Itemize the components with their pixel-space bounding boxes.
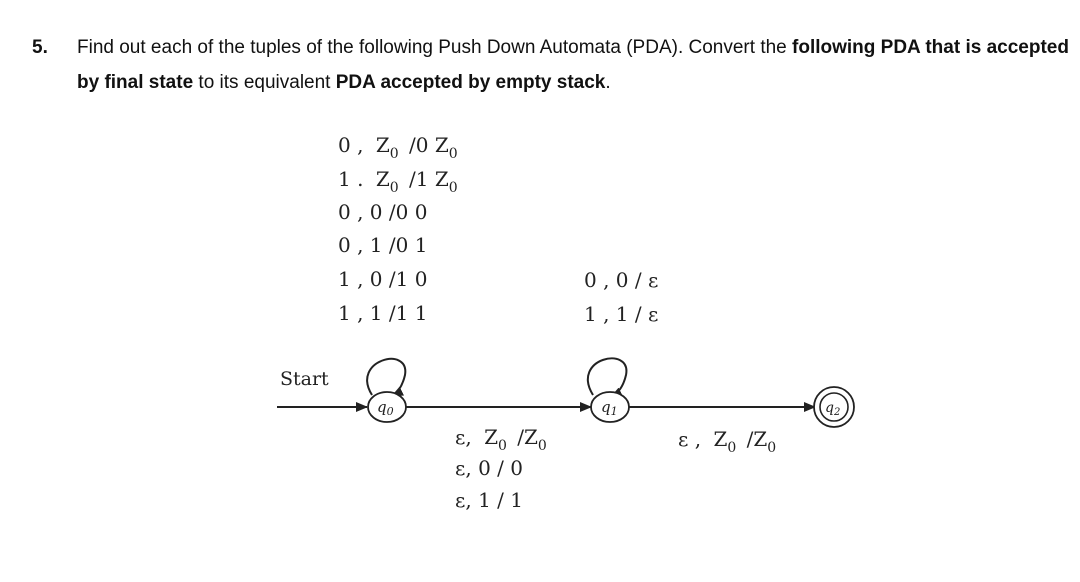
q1-loop-label-2: 1 , 1 / ε — [584, 302, 658, 326]
q0-q1-label-2: ε, 0 / 0 — [455, 456, 523, 480]
q0-loop-label-3: 0 , 0 /0 0 — [338, 200, 427, 224]
q0-q1-label-1: ε, Z0 /Z0 — [455, 425, 547, 455]
q1-self-loop — [586, 357, 628, 398]
state-q2: q2 — [813, 386, 855, 428]
state-q2-label: q2 — [825, 400, 840, 418]
question-text-part3: . — [605, 72, 611, 93]
q1-loop-labels: 0 , 0 / ε 1 , 1 / ε — [584, 268, 658, 326]
q0-self-loop — [366, 358, 407, 397]
state-q1-label: q1 — [601, 398, 618, 418]
q1-q2-label: ε , Z0 /Z0 — [678, 427, 776, 457]
q0-loop-label-5: 1 , 0 /1 0 — [338, 267, 427, 291]
state-q1: q1 — [590, 391, 630, 423]
state-q0-label: q0 — [377, 398, 394, 418]
q0-loop-label-1: 0 , Z0 /0 Z0 — [338, 133, 458, 163]
q0-q1-label-3: ε, 1 / 1 — [455, 488, 523, 512]
q0-loop-label-6: 1 , 1 /1 1 — [338, 301, 427, 325]
state-q0: q0 — [367, 391, 407, 423]
question-text-part1: Find out each of the tuples of the follo… — [77, 37, 793, 58]
question-block: 5. Find out each of the tuples of the fo… — [32, 30, 1072, 100]
q0-loop-label-2: 1 . Z0 /1 Z0 — [338, 167, 458, 197]
start-label: Start — [280, 368, 329, 390]
q1-loop-label-1: 0 , 0 / ε — [584, 268, 658, 292]
question-bold-final-state: following PDA that is accepted by final … — [77, 37, 1069, 93]
question-text: Find out each of the tuples of the follo… — [77, 30, 1072, 100]
question-number: 5. — [32, 37, 48, 58]
q0-loop-labels: 0 , Z0 /0 Z0 1 . Z0 /1 Z0 0 , 0 /0 0 0 ,… — [338, 133, 458, 325]
question-bold-empty-stack: PDA accepted by empty stack — [335, 72, 606, 93]
q0-loop-label-4: 0 , 1 /0 1 — [338, 233, 427, 257]
state-q2-inner-circle — [819, 392, 849, 422]
question-text-part2: to its equivalent — [193, 72, 336, 93]
q0-q1-labels: ε, Z0 /Z0 ε, 0 / 0 ε, 1 / 1 — [455, 425, 547, 512]
